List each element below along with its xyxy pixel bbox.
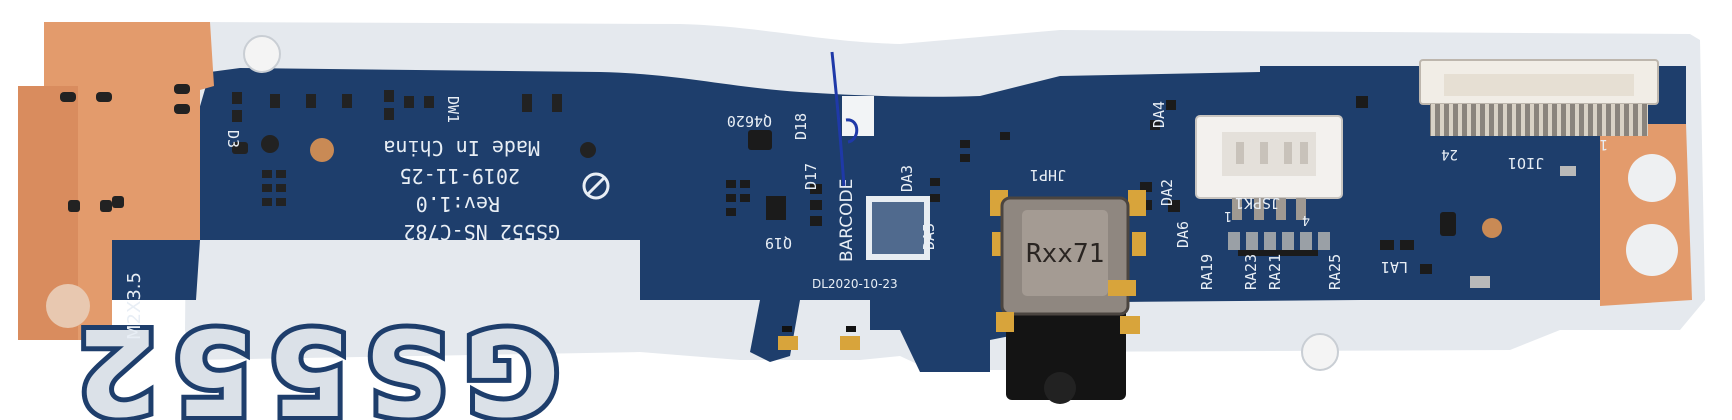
label-fpc-pin1: 1 <box>1600 136 1608 152</box>
label-d18: D18 <box>792 113 810 140</box>
label-d3: D3 <box>224 130 242 148</box>
revision-text: Rev:1.0 <box>416 192 500 216</box>
bottom-mount-hole <box>1301 333 1339 371</box>
label-fpc-pin24: 24 <box>1441 146 1458 162</box>
smd-components-left <box>60 84 596 212</box>
screw-label: M2X3.5 <box>124 272 145 340</box>
date-stamp: DL2020-10-23 <box>812 277 898 291</box>
component-label-group: D3 DW1 Q4620 D18 D17 Q19 DA3 DA5 JHP1 DA… <box>224 96 1608 290</box>
bottom-pad-left <box>778 336 798 350</box>
made-in-text: Made In China <box>383 136 540 160</box>
label-ra23: RA23 <box>1242 254 1260 290</box>
bottom-via-left <box>782 326 792 332</box>
top-mount-hole <box>243 35 281 73</box>
barcode-matrix <box>872 202 924 254</box>
barcode-text: BARCODE <box>837 179 857 262</box>
right-mount-hole-bottom <box>1626 224 1678 276</box>
jack-gold-pad-right <box>1132 232 1146 256</box>
label-pin1: 1 <box>1224 208 1232 223</box>
jack-gold-pad-right-top <box>1128 190 1146 216</box>
label-dw1: DW1 <box>444 96 462 123</box>
fpc-latch <box>1444 74 1634 96</box>
smd-components-right <box>1356 96 1576 288</box>
label-da4: DA4 <box>1150 101 1168 128</box>
label-da3: DA3 <box>898 165 916 192</box>
label-jio1: JIO1 <box>1508 154 1544 172</box>
model-big-mirrored: GS552 <box>62 302 560 420</box>
label-ra21: RA21 <box>1266 254 1284 290</box>
bottom-via-right <box>846 326 856 332</box>
label-jspk1: JSPK1 <box>1235 194 1280 212</box>
label-pin4: 4 <box>1302 212 1310 227</box>
gold-via-left <box>310 138 334 162</box>
date-text: 2019-11-25 <box>400 164 520 188</box>
label-d17: D17 <box>802 163 820 190</box>
audio-jack: Rxx71 <box>990 190 1146 404</box>
no-lead-symbol <box>582 172 610 200</box>
label-da5: DA5 <box>920 223 938 250</box>
jack-gold-pad-mid-right <box>1120 316 1140 334</box>
jack-gold-pad-mid-left <box>996 312 1014 332</box>
right-copper-pad <box>1600 124 1692 306</box>
model-line: GS552 NS-C782 <box>403 220 560 244</box>
label-da6: DA6 <box>1174 221 1192 248</box>
label-q19: Q19 <box>765 234 792 252</box>
jack-socket <box>1044 372 1076 404</box>
fpc-connector <box>1419 59 1659 136</box>
right-mount-hole-top <box>1628 154 1676 202</box>
blue-ink-mark <box>830 51 859 187</box>
jack-body <box>1006 292 1126 400</box>
board-info-block: GS552 NS-C782 Rev:1.0 2019-11-25 Made In… <box>383 136 560 244</box>
gold-via-right <box>1482 218 1502 238</box>
resistor-array <box>1228 232 1330 256</box>
jack-marking: Rxx71 <box>1026 239 1104 269</box>
speaker-connector <box>1195 115 1343 220</box>
label-la1: LA1 <box>1381 258 1408 276</box>
no-lead-symbol-slash <box>586 176 606 196</box>
label-ra25: RA25 <box>1326 254 1344 290</box>
left-mount-hole <box>46 284 90 328</box>
jack-shield-inner <box>1022 210 1108 296</box>
label-ra19: RA19 <box>1198 254 1216 290</box>
label-da2: DA2 <box>1158 179 1176 206</box>
label-q4620: Q4620 <box>727 112 772 130</box>
jack-gold-contact <box>1108 280 1136 296</box>
bottom-pad-right <box>840 336 860 350</box>
label-jhp1: JHP1 <box>1030 166 1066 184</box>
